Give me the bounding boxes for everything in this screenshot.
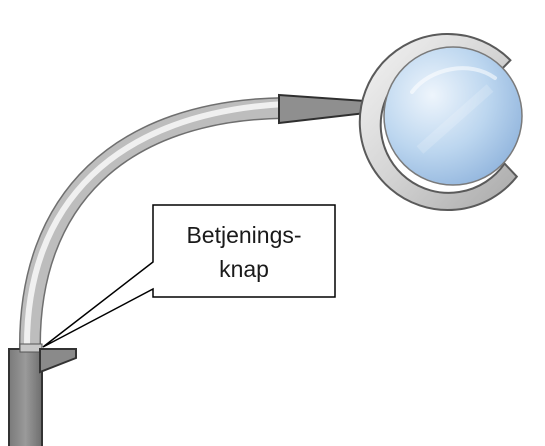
control-knob — [39, 348, 77, 374]
lamp-arm — [18, 97, 286, 351]
callout-box: Betjenings- knap — [42, 204, 336, 348]
callout-label-line2: knap — [219, 256, 269, 282]
magnifier-lens — [383, 46, 523, 186]
magnifier-head — [358, 33, 523, 211]
arm-connector — [278, 93, 367, 125]
lamp-post — [8, 343, 43, 446]
callout-label-line1: Betjenings- — [186, 222, 301, 248]
